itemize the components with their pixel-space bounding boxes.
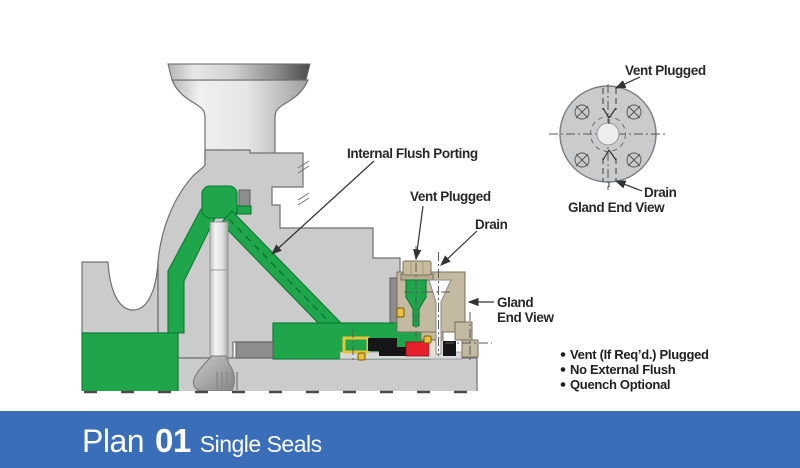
endview-vent-plugged-label: Vent Plugged [625,63,706,78]
suction-flange-cut [81,261,159,334]
bolt-hole-icon [574,104,642,168]
drain-leader [440,230,478,266]
plan-title-bar: Plan 01 Single Seals [0,411,800,468]
centerlines [352,246,492,363]
internal-flush-porting-label: Internal Flush Porting [347,146,478,161]
note-item: Vent (If Req’d.) Plugged [570,347,709,362]
bottom-mask [60,391,490,403]
stationary-seat [443,341,456,356]
throat-bushing [235,341,274,359]
gland-end-view-caption: Gland End View [568,200,665,215]
seal-face-ring [405,341,430,357]
bullet-icon [560,352,566,357]
gland [396,260,479,358]
vent-plugged-label: Vent Plugged [410,189,491,204]
sleeve-screw-dot [357,352,366,361]
endview-drain-label: Drain [644,185,677,200]
shaft [209,221,229,369]
nozzle-flange [167,63,311,81]
seal-drive-collar [342,336,370,354]
plan-subtitle: Single Seals [199,431,322,457]
gland-stud-dot [396,307,405,318]
suction-nozzle [167,63,311,173]
drain-passage [428,279,452,355]
note-item: Quench Optional [570,377,670,392]
gland-foot [420,331,444,341]
endview-drain-leader [614,180,643,192]
discharge-tab [236,205,252,215]
vent-bolt [402,260,432,276]
seat-pin-dot [423,335,432,344]
bullet-icon [560,382,566,387]
flush-channel-centerline [228,218,332,325]
bullet-icon [560,367,566,372]
break-mark-icon [297,160,310,206]
vent-slot [602,88,617,124]
plan-word: Plan [82,423,145,459]
impeller-vanes [216,372,238,390]
gland-lug-upper [454,321,473,341]
note-item: No External Flush [570,362,676,377]
shaft-bore [596,122,620,146]
gland-label-line1: Gland [497,295,533,310]
impeller [193,355,235,392]
notes-list: Vent (If Req’d.) Plugged No External Flu… [560,347,709,392]
process-fluid-volute [81,332,179,393]
seal-rings [368,338,406,356]
endview-vent-leader [614,76,641,89]
casing-insert [238,189,251,209]
drain-slot [602,149,617,187]
pump-cutaway-diagram: Internal Flush Porting Vent Plugged Drai… [60,63,710,403]
drain-label: Drain [475,217,508,232]
flush-porting-leader [271,160,375,255]
gland-label-line2: End View [497,310,554,325]
gland-end-view: Vent Plugged Drain Gland End View [549,63,706,215]
plan-number: 01 [155,422,191,459]
vent-leader [413,205,424,261]
discharge-port [201,185,238,219]
